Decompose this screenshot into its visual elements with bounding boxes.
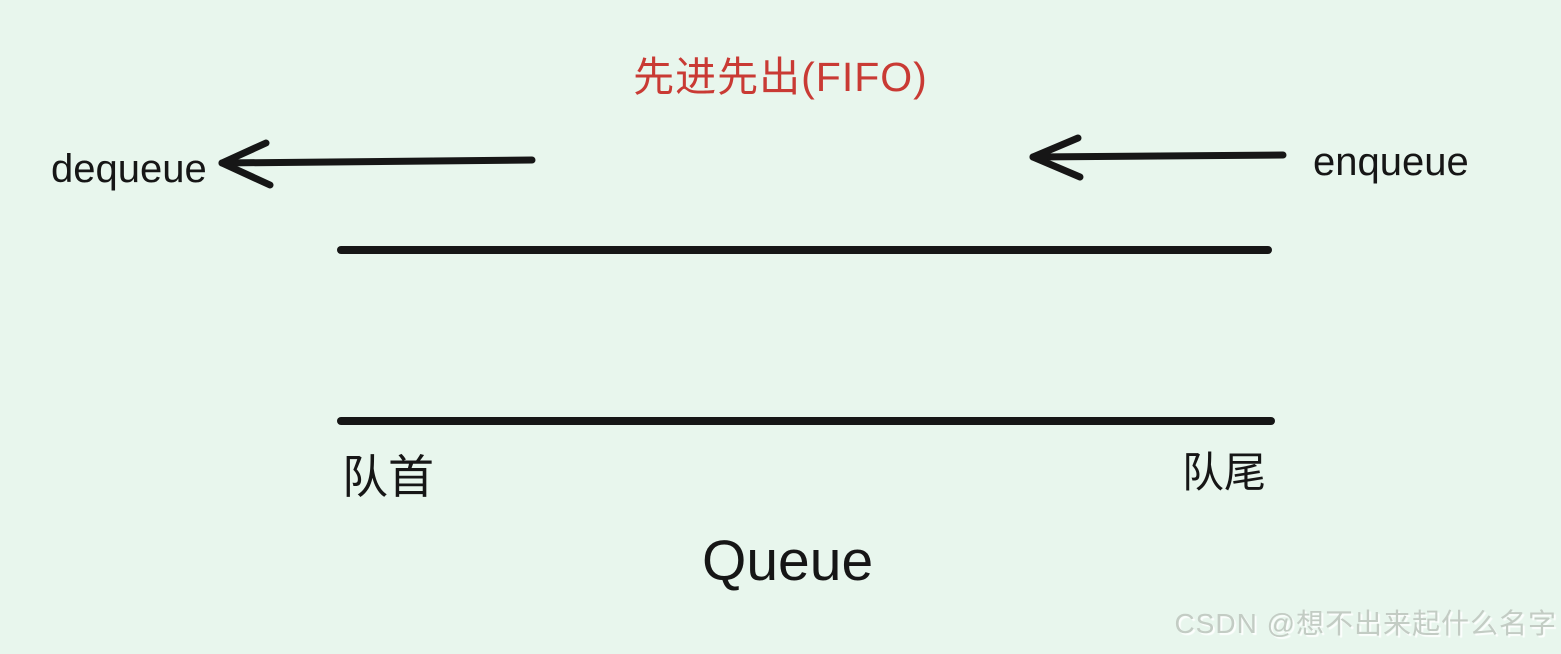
queue-front-label: 队首 bbox=[342, 451, 434, 503]
enqueue-label: enqueue bbox=[1313, 140, 1469, 184]
watermark: CSDN @想不出来起什么名字 bbox=[1174, 608, 1557, 639]
dequeue-label: dequeue bbox=[51, 147, 207, 191]
enqueue-arrow-icon bbox=[1029, 134, 1287, 181]
dequeue-arrow-icon bbox=[218, 139, 536, 189]
queue-rear-label: 队尾 bbox=[1182, 449, 1267, 496]
queue-caption: Queue bbox=[702, 529, 874, 593]
queue-top-line bbox=[337, 246, 1272, 254]
diagram-title: 先进先出(FIFO) bbox=[633, 54, 928, 100]
queue-bottom-line bbox=[337, 417, 1275, 425]
